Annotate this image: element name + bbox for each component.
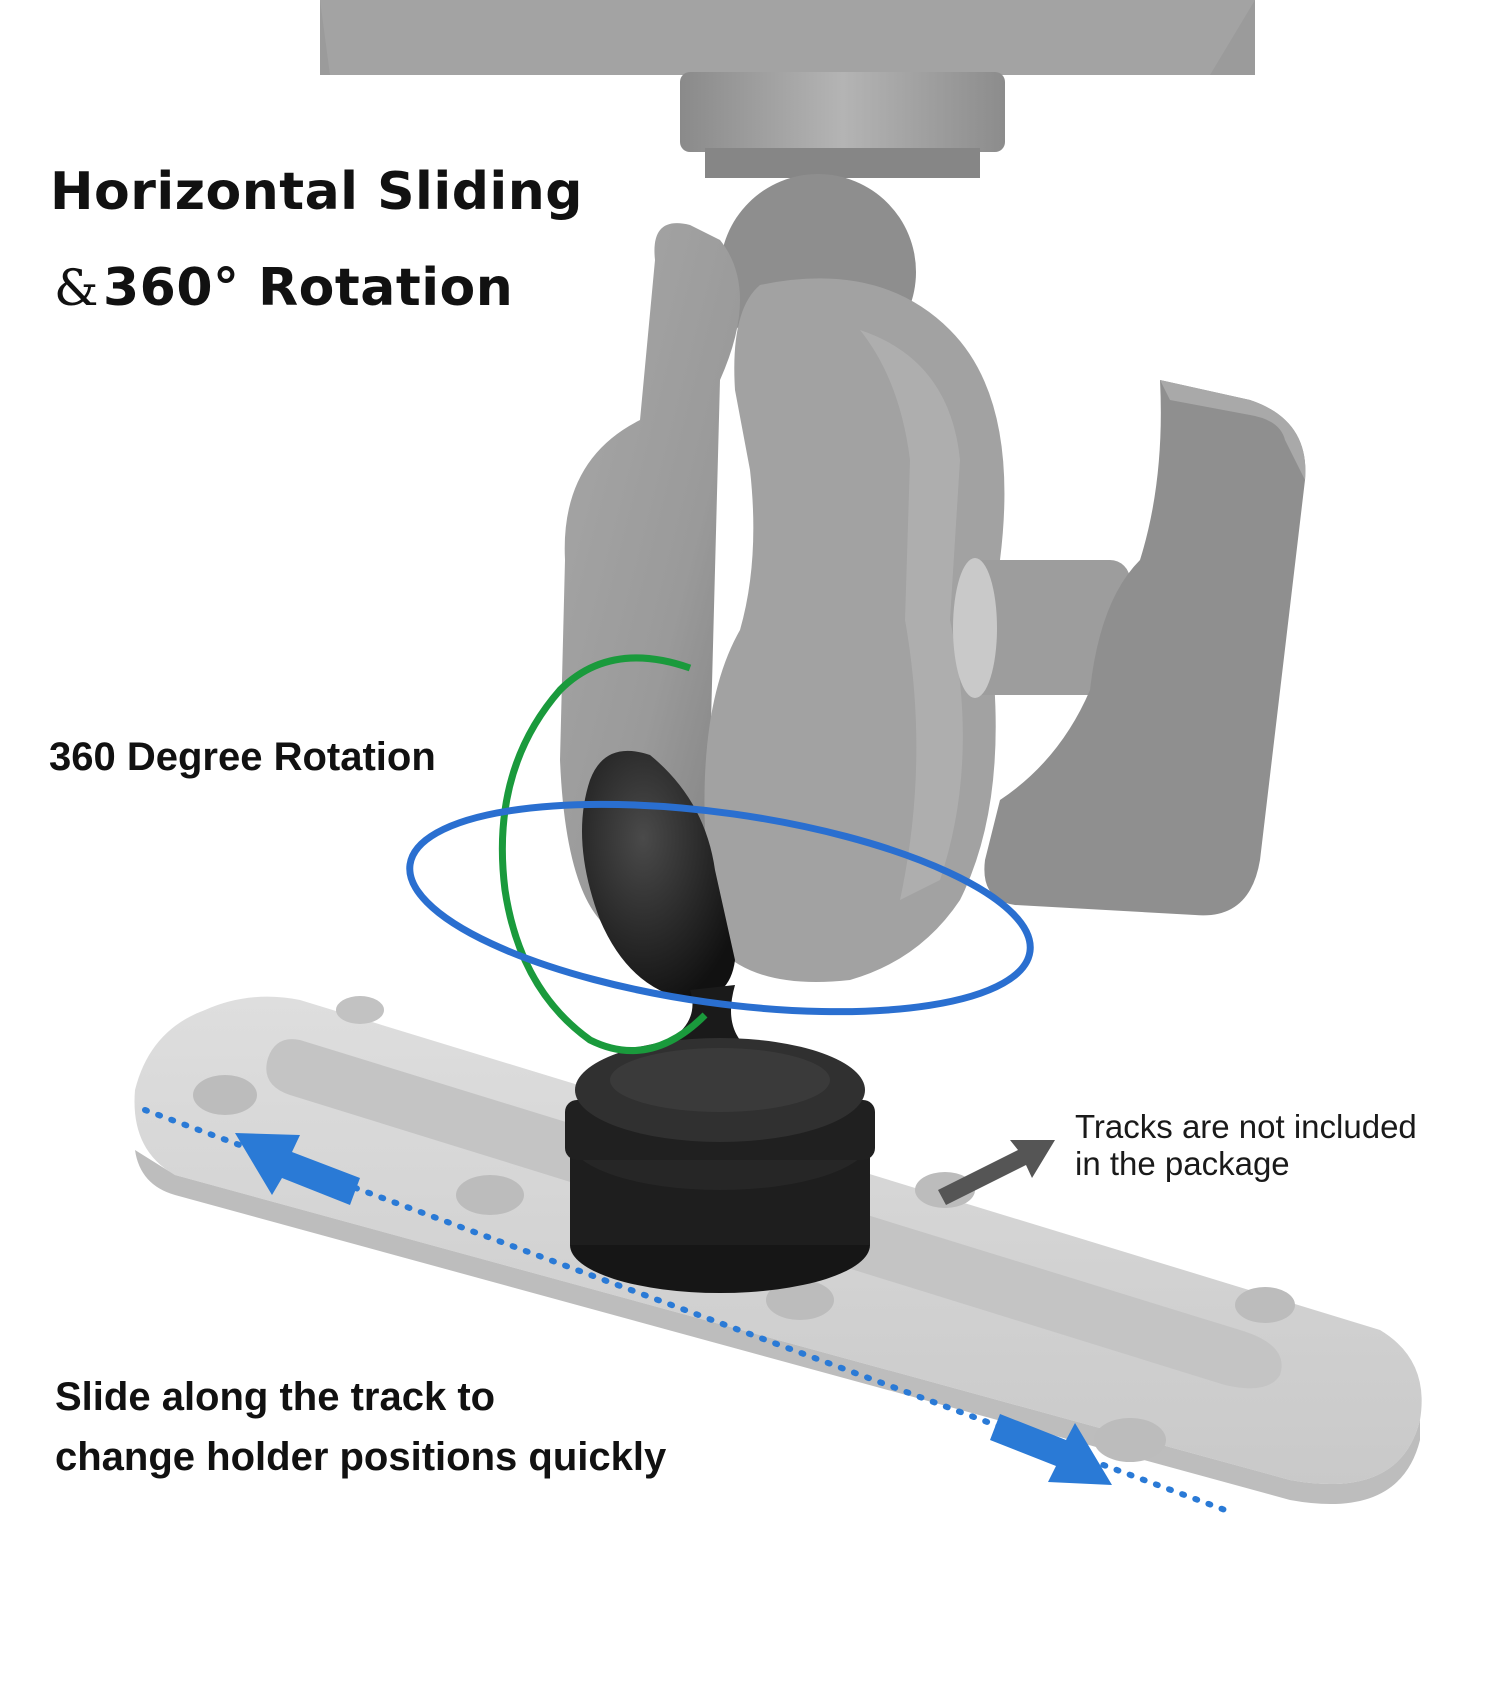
slide-label-line1: Slide along the track to xyxy=(55,1375,496,1419)
headline-rotation: 360° Rotation xyxy=(102,258,514,318)
track-adapter-knob xyxy=(565,1038,875,1293)
headline-line2: & 360° Rotation xyxy=(54,258,513,318)
rotation-label: 360 Degree Rotation xyxy=(49,735,436,779)
headline-line1: Horizontal Sliding xyxy=(50,162,583,222)
headline-ampersand: & xyxy=(54,259,99,317)
slide-label-line2: change holder positions quickly xyxy=(55,1435,667,1479)
mount-arm xyxy=(560,223,1005,983)
slide-left-arrow-icon xyxy=(235,1133,360,1205)
slide-right-arrow-icon xyxy=(990,1414,1112,1485)
tracks-note: Tracks are not included in the package xyxy=(1075,1108,1417,1182)
tightening-knob xyxy=(953,380,1306,916)
slide-path-dotted-line xyxy=(142,1107,1228,1513)
tracks-note-line2: in the package xyxy=(1075,1145,1290,1182)
mount-top-plate xyxy=(320,0,1255,178)
rotation-ring-blue xyxy=(406,800,1034,1016)
note-pointer-arrow-icon xyxy=(938,1140,1055,1205)
tracks-note-line1: Tracks are not included xyxy=(1075,1108,1417,1145)
rotation-ring-green xyxy=(498,654,708,1055)
